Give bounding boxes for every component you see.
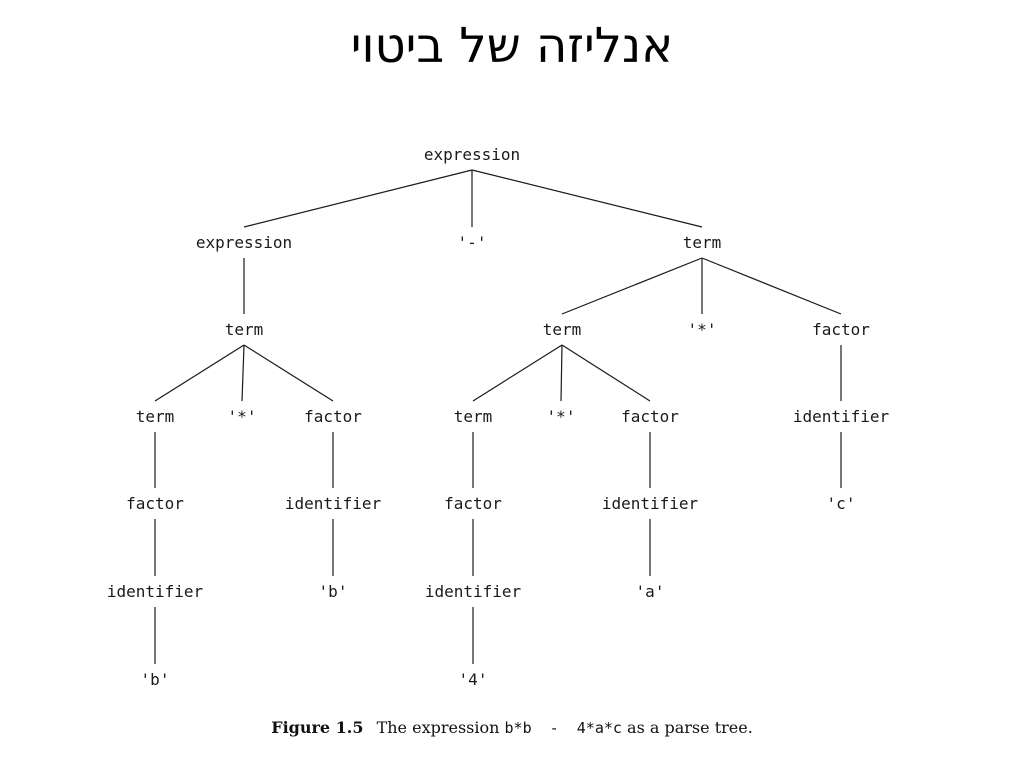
tree-node-label: expression — [424, 145, 520, 164]
tree-node-label: 'a' — [636, 582, 665, 601]
tree-node-label: factor — [444, 494, 502, 513]
tree-node-label: 'b' — [319, 582, 348, 601]
tree-node-label: factor — [126, 494, 184, 513]
tree-node-label: expression — [196, 233, 292, 252]
tree-node-label: 'b' — [141, 670, 170, 689]
tree-edge — [561, 257, 703, 315]
tree-node-label: term — [683, 233, 722, 252]
slide-title: אנליזה של ביטוי — [350, 18, 674, 74]
tree-node-label: identifier — [602, 494, 699, 513]
caption-text-after: as a parse tree. — [627, 718, 753, 737]
tree-edge — [472, 344, 563, 402]
tree-node-label: '*' — [688, 320, 717, 339]
tree-node-label: '*' — [228, 407, 257, 426]
tree-node-label: term — [136, 407, 175, 426]
tree-edge — [154, 344, 245, 402]
tree-nodes: expression expression '-' term term term '*' fa… — [107, 145, 890, 689]
tree-node-label: 'c' — [827, 494, 856, 513]
tree-edge — [560, 344, 563, 402]
caption-text-before: The expression — [376, 718, 500, 737]
tree-edges — [154, 169, 842, 664]
tree-node-label: identifier — [107, 582, 204, 601]
tree-node-label: factor — [304, 407, 362, 426]
tree-node-label: identifier — [793, 407, 890, 426]
tree-edge — [471, 169, 703, 228]
figure-caption: Figure 1.5 The expression b*b - 4*a*c as… — [0, 718, 1024, 737]
tree-node-label: '*' — [547, 407, 576, 426]
tree-node-label: '4' — [459, 670, 488, 689]
tree-edge — [241, 344, 245, 402]
tree-node-label: term — [225, 320, 264, 339]
tree-node-label: identifier — [285, 494, 382, 513]
caption-label: Figure 1.5 — [271, 718, 364, 737]
tree-node-label: term — [454, 407, 493, 426]
tree-edge — [561, 344, 651, 402]
tree-node-label: '-' — [458, 233, 487, 252]
tree-edge — [243, 169, 473, 228]
tree-edge — [243, 344, 334, 402]
tree-node-label: identifier — [425, 582, 522, 601]
tree-node-label: term — [543, 320, 582, 339]
tree-node-label: factor — [812, 320, 870, 339]
tree-edge — [701, 257, 842, 315]
caption-code: b*b - 4*a*c — [504, 719, 622, 737]
tree-node-label: factor — [621, 407, 679, 426]
